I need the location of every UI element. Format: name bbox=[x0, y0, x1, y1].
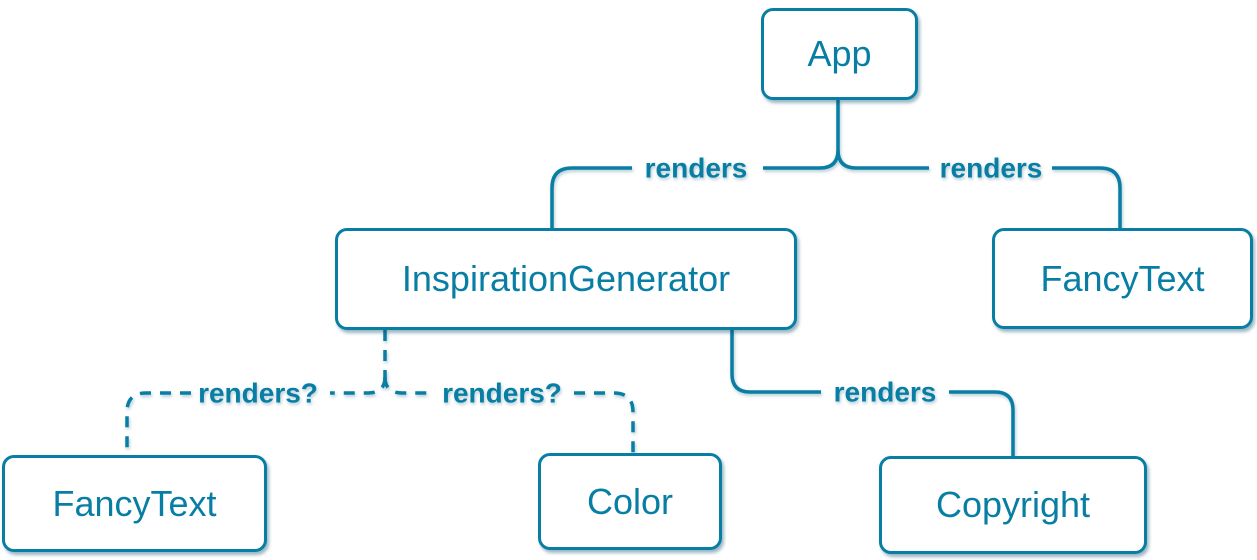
node-inspiration-generator: InspirationGenerator bbox=[335, 228, 797, 330]
edge-label-inspirationgenerator-fancytext: renders? bbox=[198, 378, 318, 409]
node-fancy-text-top-label: FancyText bbox=[1040, 257, 1205, 299]
node-fancy-text-bottom: FancyText bbox=[2, 455, 267, 552]
node-inspiration-generator-label: InspirationGenerator bbox=[401, 258, 731, 299]
node-copyright: Copyright bbox=[879, 456, 1147, 554]
node-color: Color bbox=[538, 453, 722, 550]
edge-inspirationgenerator-color-line-b bbox=[574, 391, 635, 453]
node-fancy-text-bottom-label: FancyText bbox=[52, 482, 217, 524]
node-fancy-text-top: FancyText bbox=[992, 228, 1253, 329]
edge-label-inspirationgenerator-copyright: renders bbox=[834, 377, 937, 408]
edge-app-inspirationgenerator-line-a bbox=[763, 100, 840, 170]
edge-app-fancytext-line-b bbox=[1052, 166, 1122, 228]
edge-label-app-fancytext: renders bbox=[940, 153, 1043, 184]
edge-label-inspirationgenerator-color: renders? bbox=[442, 378, 562, 409]
edge-inspirationgenerator-copyright-line-b bbox=[949, 390, 1015, 456]
edge-app-inspirationgenerator-line-b bbox=[550, 166, 632, 228]
edge-inspirationgenerator-copyright-line-a bbox=[730, 330, 821, 394]
edge-app-fancytext-line-a bbox=[836, 149, 929, 170]
node-app-label: App bbox=[807, 33, 872, 74]
node-copyright-label: Copyright bbox=[935, 484, 1091, 525]
edge-inspirationgenerator-fancytext-line-b bbox=[125, 391, 191, 455]
node-color-label: Color bbox=[586, 480, 674, 522]
edge-label-app-inspirationgenerator: renders bbox=[645, 153, 748, 184]
edge-inspirationgenerator-color-line-a bbox=[383, 376, 430, 395]
edge-inspirationgenerator-fancytext-line-a bbox=[330, 376, 387, 395]
node-app: App bbox=[761, 8, 918, 100]
